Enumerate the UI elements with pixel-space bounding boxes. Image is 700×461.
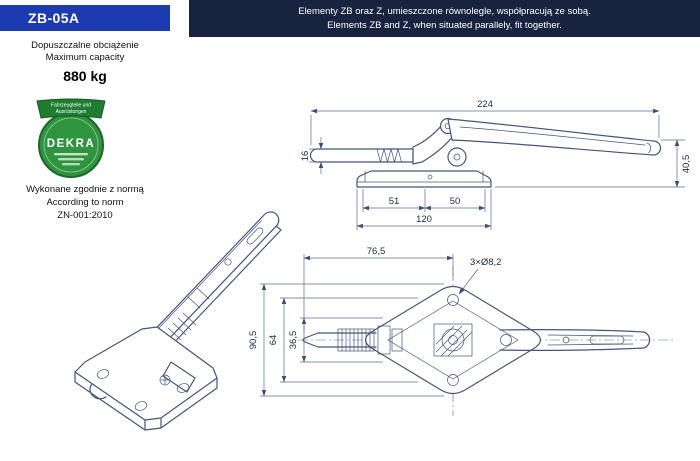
dim-90-5: 90,5 <box>248 331 259 350</box>
badge-name: DEKRA <box>47 138 95 150</box>
dim-76-5: 76,5 <box>367 246 386 257</box>
dekra-badge-icon: Fahrzeugteile und Ausrüstungen DEKRA <box>36 98 106 178</box>
norm-block: Wykonane zgodnie z normą According to no… <box>0 184 170 222</box>
isometric-view-drawing <box>74 211 282 431</box>
norm-line-en: According to norm <box>46 196 124 208</box>
dim-holes-callout: 3×Ø8,2 <box>470 257 501 268</box>
capacity-label-en: Maximum capacity <box>45 52 125 64</box>
dim-64: 64 <box>268 335 279 346</box>
product-code-header: ZB-05A <box>0 5 170 31</box>
dim-50: 50 <box>450 196 461 207</box>
dim-120: 120 <box>416 214 432 225</box>
dim-51: 51 <box>389 196 400 207</box>
product-code: ZB-05A <box>28 10 80 26</box>
dim-40-5: 40,5 <box>681 155 692 174</box>
iso-latch <box>74 211 282 431</box>
badge-ribbon-line2: Ausrüstungen <box>56 109 87 115</box>
top-view-dimensions: 76,5 3×Ø8,2 90,5 64 36,5 <box>248 246 501 397</box>
badge-subtext-bar <box>58 158 84 161</box>
note-line-pl: Elementy ZB oraz Z, umieszczone równoleg… <box>298 5 591 17</box>
badge-ribbon <box>36 98 106 119</box>
note-header: Elementy ZB oraz Z, umieszczone równoleg… <box>189 0 700 37</box>
norm-line-pl: Wykonane zgodnie z normą <box>26 184 144 195</box>
dim-224: 224 <box>477 99 493 110</box>
badge-inner-ring <box>43 117 99 173</box>
side-view-dimensions: 224 16 40,5 51 50 120 <box>300 99 692 230</box>
badge-ribbon-line1: Fahrzeugteile und <box>51 103 91 109</box>
capacity-block: Dopuszczalne obciążenie Maximum capacity <box>0 40 170 65</box>
badge-subtext-bar <box>54 153 88 156</box>
badge-subtext-bar <box>62 163 80 166</box>
norm-code: ZN-001:2010 <box>57 209 113 221</box>
side-view-drawing: 224 16 40,5 51 50 120 <box>300 99 692 230</box>
capacity-label-pl: Dopuszczalne obciążenie <box>31 40 139 51</box>
dim-36-5: 36,5 <box>288 331 299 350</box>
side-view-part <box>309 117 662 188</box>
top-view-drawing: 76,5 3×Ø8,2 90,5 64 36,5 <box>248 246 676 416</box>
capacity-value: 880 kg <box>63 68 107 84</box>
note-line-en: Elements ZB and Z, when situated paralle… <box>327 19 562 31</box>
dim-16: 16 <box>300 151 311 162</box>
